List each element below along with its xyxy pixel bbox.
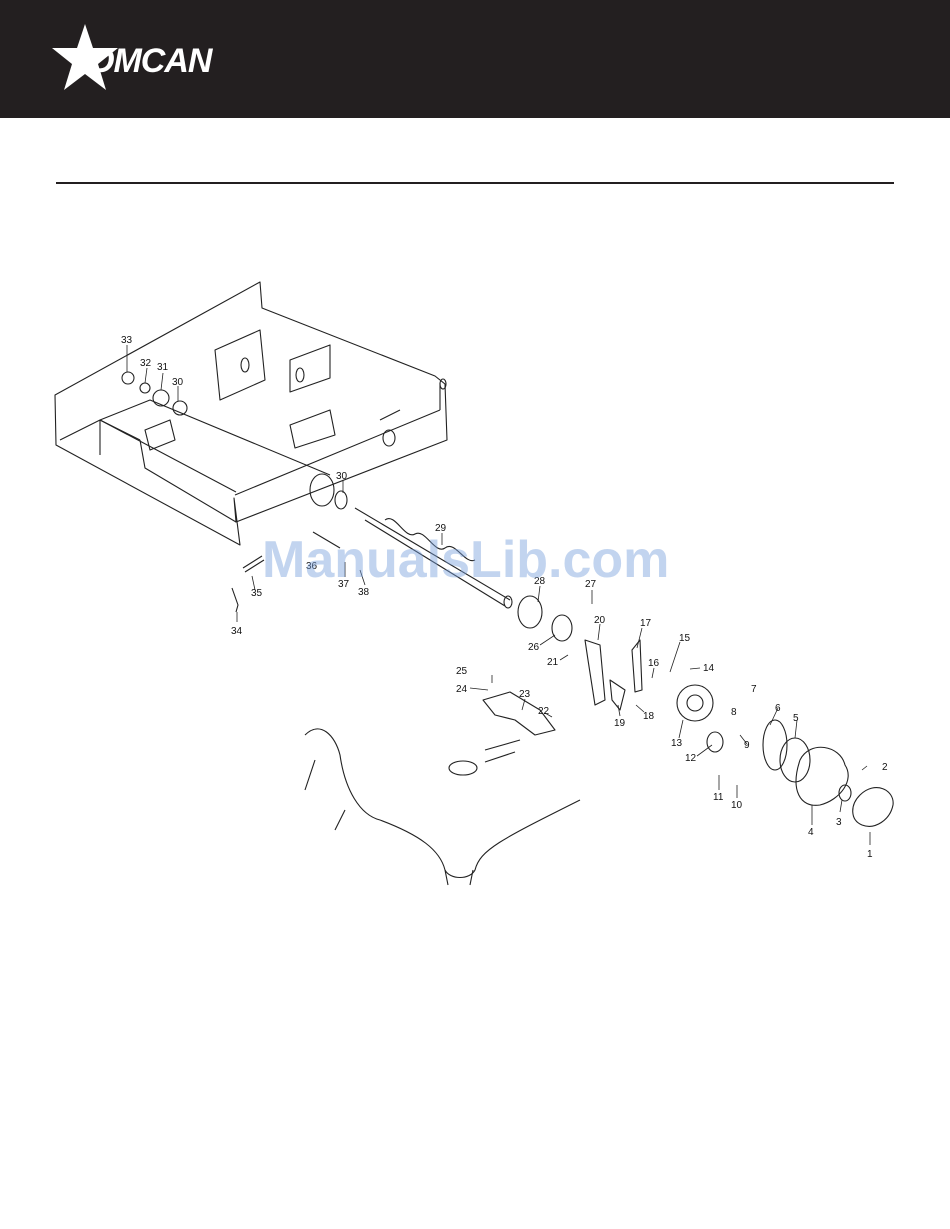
callout-17: 17 xyxy=(640,618,652,629)
callout-30a: 30 xyxy=(172,377,184,388)
callout-12: 12 xyxy=(685,753,697,764)
callout-10: 10 xyxy=(731,800,743,811)
callout-23: 23 xyxy=(519,689,531,700)
callout-15: 15 xyxy=(679,633,691,644)
callout-32: 32 xyxy=(140,358,152,369)
callout-30b: 30 xyxy=(336,471,348,482)
callout-7: 7 xyxy=(751,684,757,695)
callout-22: 22 xyxy=(538,706,550,717)
callout-labels: 1 2 3 4 5 6 7 8 9 10 11 12 13 14 15 16 1… xyxy=(121,335,888,860)
watermark-text: ManualsLib.com xyxy=(262,530,669,590)
callout-16: 16 xyxy=(648,658,660,669)
callout-20: 20 xyxy=(594,615,606,626)
callout-19: 19 xyxy=(614,718,626,729)
callout-2: 2 xyxy=(882,762,888,773)
callout-25: 25 xyxy=(456,666,468,677)
callout-3: 3 xyxy=(836,817,842,828)
callout-11: 11 xyxy=(713,792,724,803)
callout-1: 1 xyxy=(867,849,873,860)
callout-6: 6 xyxy=(775,703,781,714)
callout-21: 21 xyxy=(547,657,559,668)
callout-13: 13 xyxy=(671,738,683,749)
callout-33: 33 xyxy=(121,335,133,346)
callout-4: 4 xyxy=(808,827,814,838)
callout-8: 8 xyxy=(731,707,737,718)
callout-34: 34 xyxy=(231,626,243,637)
callout-18: 18 xyxy=(643,711,655,722)
callout-9: 9 xyxy=(744,740,750,751)
callout-24: 24 xyxy=(456,684,468,695)
callout-31: 31 xyxy=(157,362,169,373)
callout-35: 35 xyxy=(251,588,263,599)
callout-14: 14 xyxy=(703,663,715,674)
callout-5: 5 xyxy=(793,713,799,724)
callout-26: 26 xyxy=(528,642,540,653)
